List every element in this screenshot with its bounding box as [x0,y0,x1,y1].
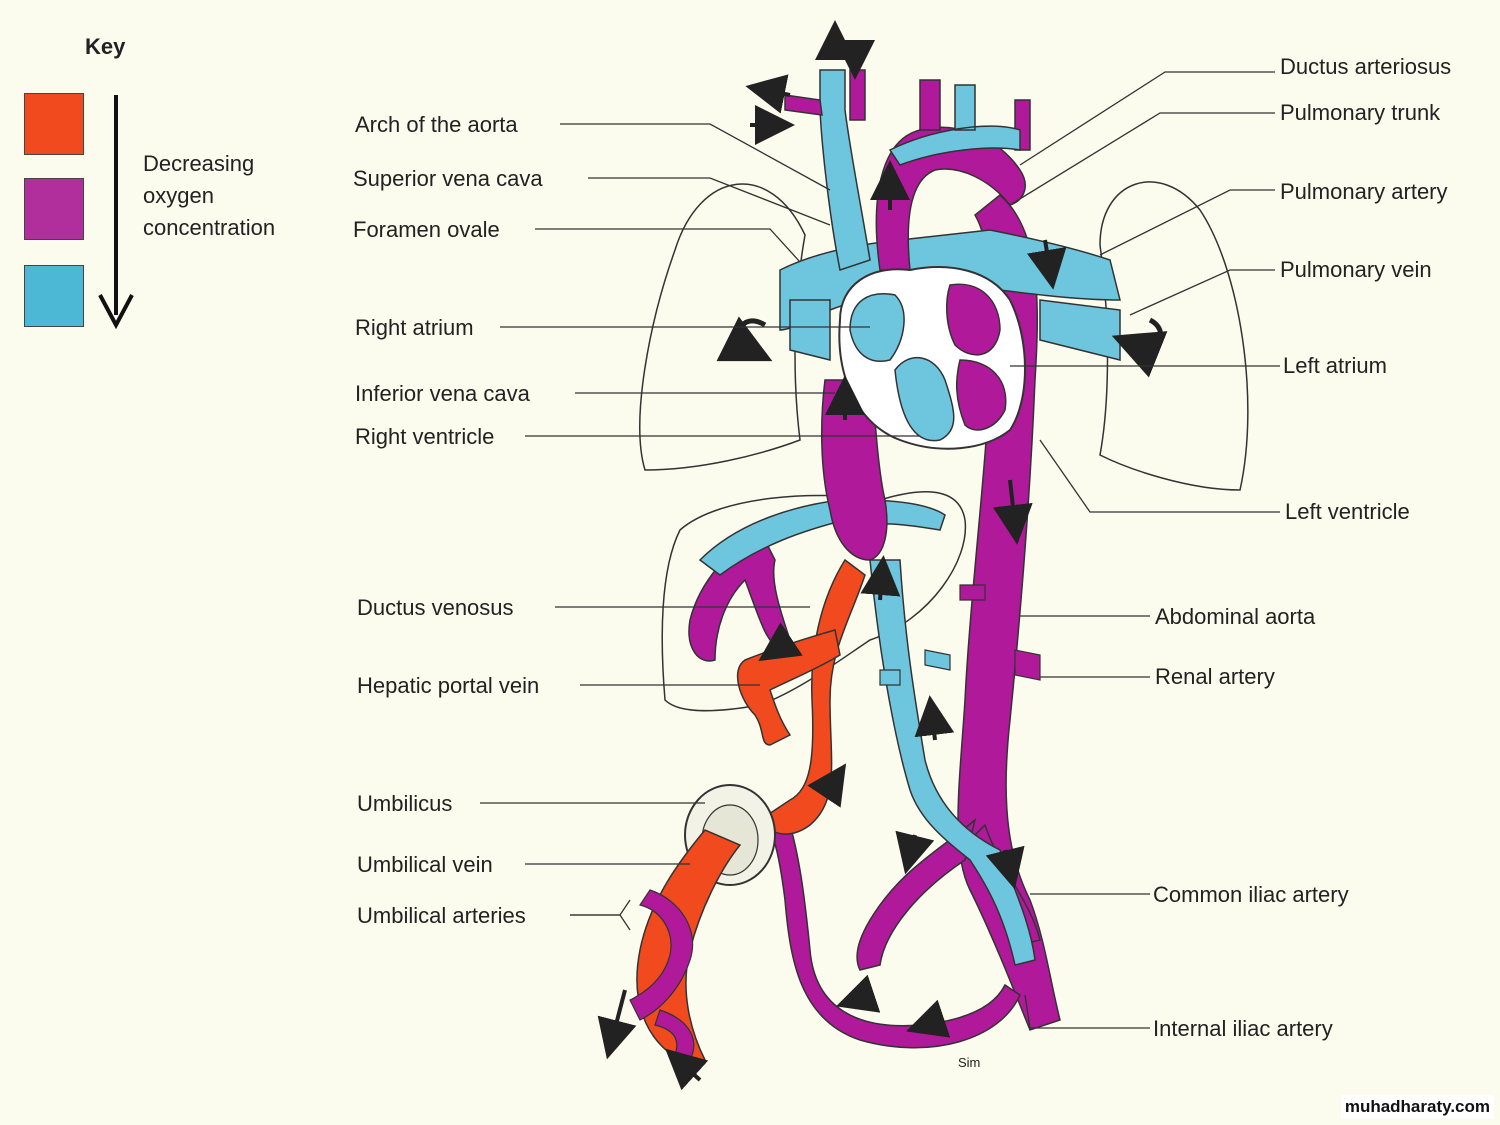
key-description-line3: concentration [143,215,276,240]
left-atrium [945,283,1001,356]
right-ventricle [894,356,955,442]
label-right-atrium: Right atrium [355,315,474,340]
label-hepatic-portal-vein: Hepatic portal vein [357,673,540,698]
label-foramen-ovale: Foramen ovale [353,217,500,242]
label-pulmonary-artery: Pulmonary artery [1280,179,1448,204]
artist-signature: Sim [958,1055,981,1070]
watermark: muhadharaty.com [1340,1095,1494,1119]
renal-vein-stubs [879,649,951,686]
left-lung-return-arrow [1111,317,1168,378]
label-superior-vena-cava: Superior vena cava [353,166,543,191]
superior-vena-cava [819,69,871,271]
descending-aorta [957,194,1061,1031]
key-description: Decreasing oxygen concentration [143,148,275,244]
renal-artery-stubs [959,584,1041,681]
label-pulmonary-vein: Pulmonary vein [1280,257,1432,282]
label-arch-of-aorta: Arch of the aorta [355,112,518,137]
label-common-iliac-artery: Common iliac artery [1153,882,1349,907]
label-left-ventricle: Left ventricle [1285,499,1410,524]
key-arrow-icon [98,95,134,330]
label-umbilical-vein: Umbilical vein [357,852,493,877]
label-internal-iliac-artery: Internal iliac artery [1153,1016,1333,1041]
leader-lines-left [480,123,920,931]
key-swatch-mixed-oxygen [24,178,84,240]
label-umbilical-arteries: Umbilical arteries [357,903,526,928]
label-left-atrium: Left atrium [1283,353,1387,378]
label-pulmonary-trunk: Pulmonary trunk [1280,100,1441,125]
pulmonary-veins [789,299,1121,361]
key-description-line1: Decreasing [143,151,255,176]
label-ductus-venosus: Ductus venosus [357,595,514,620]
left-lung-outline [1099,181,1249,491]
label-ductus-arteriosus: Ductus arteriosus [1280,54,1452,79]
label-inferior-vena-cava: Inferior vena cava [355,381,530,406]
label-right-ventricle: Right ventricle [355,424,495,449]
key-swatch-high-oxygen [24,93,84,155]
key-title: Key [85,34,126,59]
key-description-line2: oxygen [143,183,214,208]
leader-lines-right [1009,71,1280,1029]
left-ventricle [955,359,1007,431]
flow-arrows [597,20,1067,1091]
label-umbilicus: Umbilicus [357,791,453,816]
right-lung-return-arrow [716,316,773,362]
label-abdominal-aorta: Abdominal aorta [1155,604,1316,629]
pulmonary-trunk-top [888,84,1021,166]
right-atrium [849,293,905,362]
key-swatch-low-oxygen [24,265,84,327]
label-renal-artery: Renal artery [1155,664,1275,689]
aortic-branches [784,69,1031,151]
